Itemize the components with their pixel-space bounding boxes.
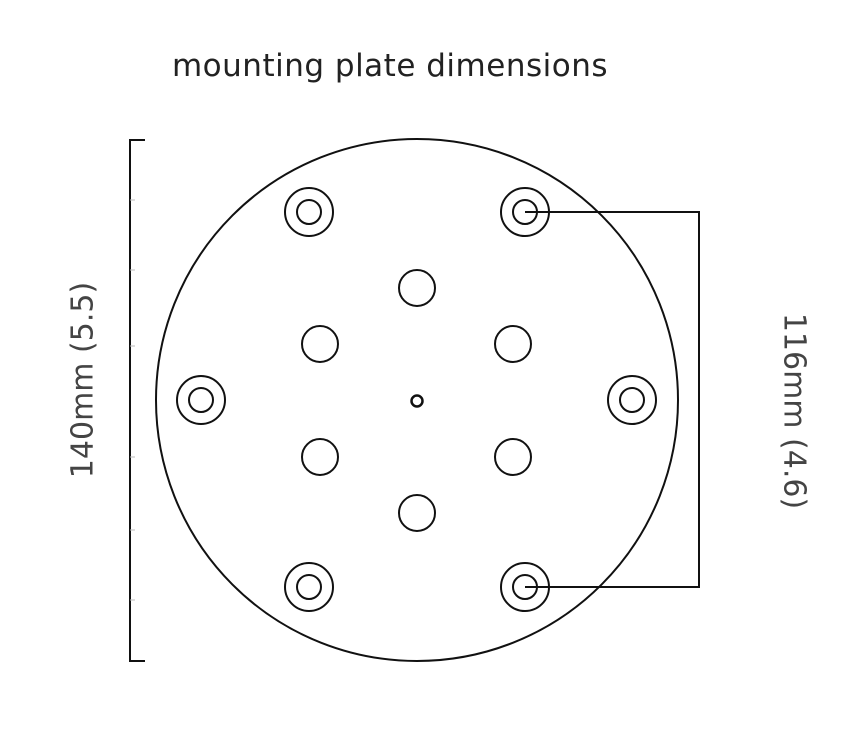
inner-hole-top: [398, 269, 436, 307]
center-hole: [410, 394, 424, 408]
diameter-bracket: [129, 139, 145, 662]
bolt-spacing-label: 116mm (4.6): [777, 313, 812, 509]
inner-hole-upper-right: [494, 325, 532, 363]
bolt-spacing-dimension-line: [525, 211, 700, 588]
mounting-hole-left: [176, 375, 226, 425]
inner-hole-upper-left: [301, 325, 339, 363]
diagram-title: mounting plate dimensions: [171, 48, 608, 84]
inner-hole-lower-left: [301, 438, 339, 476]
mounting-hole-top-left: [284, 187, 334, 237]
mounting-hole-right: [607, 375, 657, 425]
mounting-hole-bottom-left: [284, 562, 334, 612]
inner-hole-bottom: [398, 494, 436, 532]
outer-diameter-label: 140mm (5.5): [66, 282, 101, 478]
plate-outline: [155, 138, 679, 662]
diameter-bracket-ticks: [130, 199, 135, 601]
inner-hole-lower-right: [494, 438, 532, 476]
